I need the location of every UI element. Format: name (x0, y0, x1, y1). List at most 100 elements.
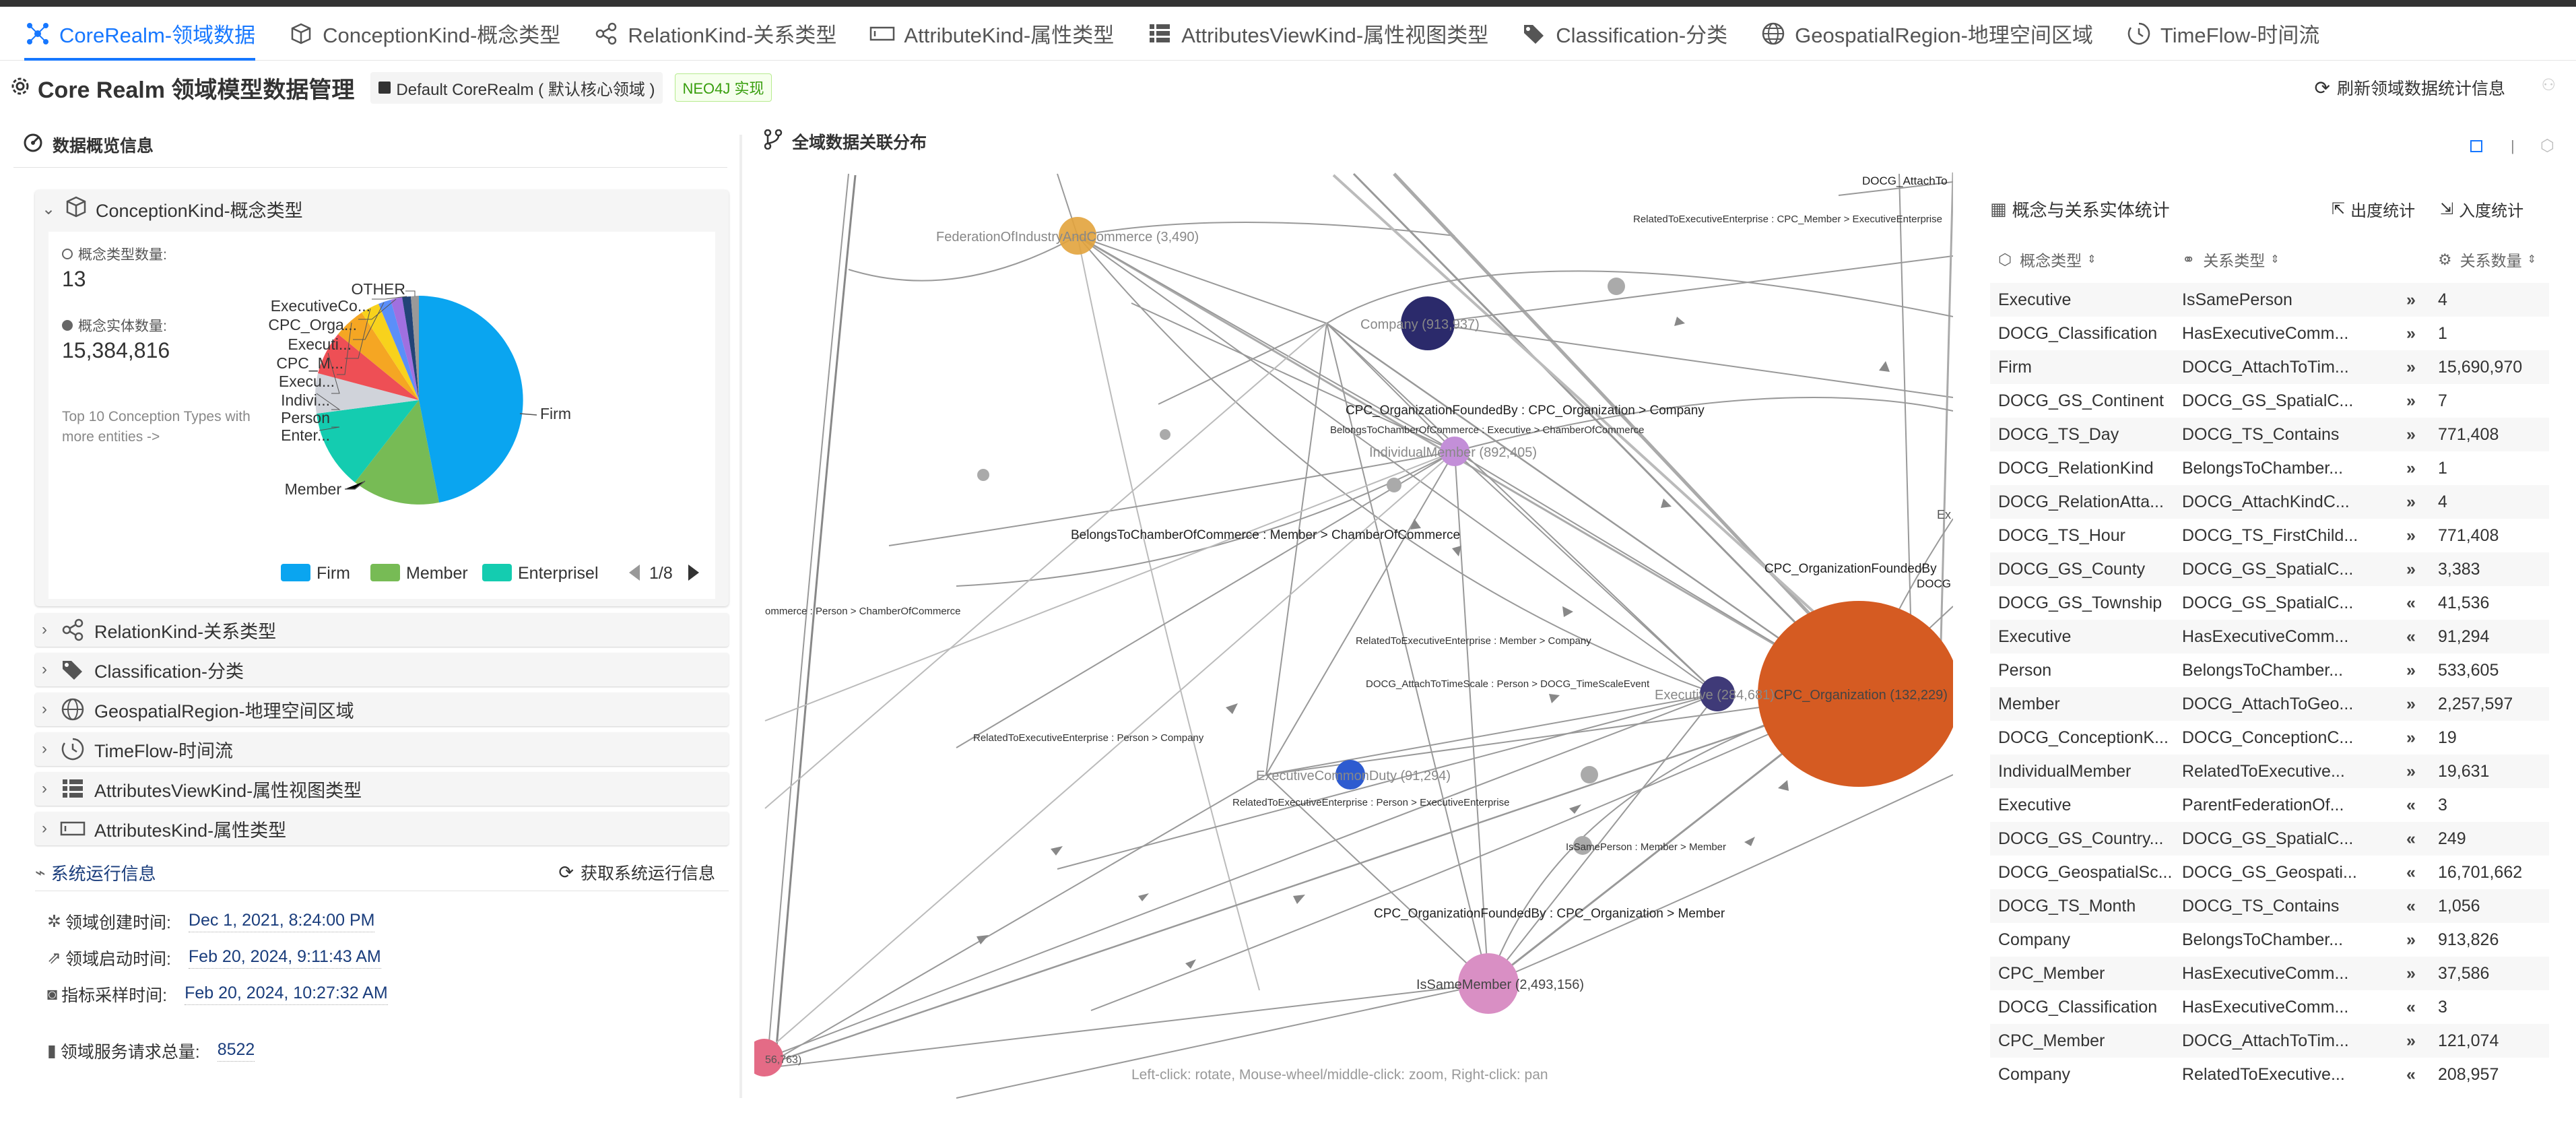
tab-attributes-view-kind[interactable]: AttributesViewKind-属性视图类型 (1146, 7, 1488, 61)
accordion-attributes-view-kind[interactable]: › AttributesViewKind-属性视图类型 (35, 772, 729, 806)
graph-node-executive-common-duty[interactable] (1335, 760, 1365, 790)
in-degree-button[interactable]: ⇲入度统计 (2440, 197, 2523, 221)
accordion-relation-kind[interactable]: › RelationKind-关系类型 (35, 613, 729, 647)
pie-slice-executive-2[interactable] (378, 300, 419, 400)
pie-slice-cpc-org[interactable] (391, 297, 419, 400)
relation-count-cell: 3 (2438, 997, 2447, 1017)
accordion-classification[interactable]: › Classification-分类 (35, 653, 729, 686)
cube-icon[interactable]: ⬡ (2540, 137, 2554, 155)
accordion-timeflow[interactable]: › TimeFlow-时间流 (35, 732, 729, 766)
attribute-icon (869, 20, 896, 47)
graph-node-person[interactable] (754, 1039, 783, 1076)
out-degree-button[interactable]: ⇱出度统计 (2332, 197, 2415, 221)
accordion-geospatial[interactable]: › GeospatialRegion-地理空间区域 (35, 693, 729, 726)
direction-icon: « (2406, 593, 2416, 612)
tab-relation-kind[interactable]: RelationKind-关系类型 (593, 7, 836, 61)
node-label: CPC_Organization (132,229) (1774, 688, 1948, 703)
table-icon: ▦ (1990, 198, 2007, 219)
legend-next-icon[interactable] (688, 565, 699, 581)
tab-conception-kind[interactable]: ConceptionKind-概念类型 (288, 7, 560, 61)
col-relation-type[interactable]: ⚭关系类型⇕ (2182, 250, 2280, 270)
pie-label: Firm (540, 405, 571, 422)
gear-icon: ⚙ (2438, 250, 2452, 268)
graph-node-federation[interactable] (1059, 217, 1096, 255)
view-toggle-2d[interactable] (2470, 140, 2482, 152)
pie-slice-member[interactable] (355, 400, 439, 505)
pie-slice-firm[interactable] (419, 296, 523, 503)
pie-slice-executive[interactable] (338, 313, 419, 400)
col-relation-count[interactable]: ⚙关系数量⇕ (2438, 250, 2537, 270)
col-conception-type[interactable]: ⬡概念类型⇕ (1998, 250, 2096, 270)
requests-value: 8522 (217, 1040, 255, 1062)
graph-node-is-same-member[interactable] (1458, 953, 1519, 1014)
legend-swatch (482, 564, 512, 581)
relation-type-cell: DOCG_AttachToTim... (2182, 1031, 2349, 1050)
conception-type-cell: Executive (1998, 795, 2072, 814)
chevron-right-icon: › (42, 620, 47, 639)
tab-timeflow[interactable]: TimeFlow-时间流 (2125, 7, 2319, 61)
relation-type-cell: BelongsToChamber... (2182, 930, 2344, 949)
globe-icon (59, 697, 86, 721)
clock-icon (59, 737, 86, 761)
table-row[interactable]: DOCG_ConceptionK...DOCG_ConceptionC...»1… (1990, 721, 2549, 754)
conception-kind-panel-header[interactable]: ⌄ ConceptionKind-概念类型 (35, 190, 729, 228)
accordion-label: AttributesKind-属性类型 (94, 820, 287, 841)
graph-node-cpc-organization[interactable] (1758, 601, 1953, 787)
relation-type-cell: DOCG_TS_Contains (2182, 424, 2340, 444)
pie-slice-individual[interactable] (318, 334, 419, 400)
tab-attribute-kind[interactable]: AttributeKind-属性类型 (869, 7, 1114, 61)
relation-type-cell: DOCG_AttachKindC... (2182, 492, 2350, 511)
legend-prev-icon[interactable] (629, 565, 640, 581)
table-row[interactable]: DOCG_GS_Country...DOCG_GS_SpatialC...«24… (1990, 822, 2549, 856)
pie-label: OTHER (352, 280, 406, 298)
tab-core-realm[interactable]: CoreRealm-领域数据 (24, 7, 256, 61)
pie-slice-executive-co[interactable] (402, 296, 419, 400)
graph-node-individual-member[interactable] (1440, 437, 1469, 466)
pie-slice-other[interactable] (411, 296, 419, 400)
graph-node-executive[interactable] (1700, 676, 1735, 711)
accordion-attributes-kind[interactable]: › AttributesKind-属性类型 (35, 812, 729, 845)
pie-slice-person[interactable] (315, 373, 419, 414)
relation-type-cell: HasExecutiveComm... (2182, 323, 2349, 343)
legend-label[interactable]: Enterprisel (518, 564, 599, 583)
type-count-value: 13 (62, 267, 86, 291)
tab-classification[interactable]: Classification-分类 (1521, 7, 1727, 61)
table-row[interactable]: DOCG_GeospatialSc...DOCG_GS_Geospati...«… (1990, 856, 2549, 889)
relation-graph-canvas[interactable]: FederationOfIndustryAndCommerce (3,490) … (754, 168, 1953, 1125)
legend-label[interactable]: Firm (317, 564, 350, 583)
relation-icon (593, 20, 620, 47)
pie-slice-cpc-member[interactable] (362, 304, 419, 400)
fetch-system-info-button[interactable]: ⟳获取系统运行信息 (558, 860, 715, 885)
graph-node-company[interactable] (1401, 296, 1455, 350)
pie-label: Enter... (281, 426, 330, 444)
tab-label: AttributesViewKind-属性视图类型 (1181, 24, 1489, 47)
table-row[interactable]: DOCG_RelationAtta...DOCG_AttachKindC...»… (1990, 485, 2549, 519)
pie-slice-enterprise[interactable] (317, 400, 419, 482)
main-tabs: CoreRealm-领域数据 ConceptionKind-概念类型 Relat… (0, 7, 2576, 61)
legend-label[interactable]: Member (406, 564, 468, 583)
extra-icon[interactable]: ⚇ (2541, 76, 2556, 94)
relation-count-cell: 121,074 (2438, 1031, 2499, 1050)
refresh-stats-button[interactable]: ⟳刷新领域数据统计信息 (2315, 75, 2505, 100)
tab-geospatial[interactable]: GeospatialRegion-地理空间区域 (1760, 7, 2093, 61)
